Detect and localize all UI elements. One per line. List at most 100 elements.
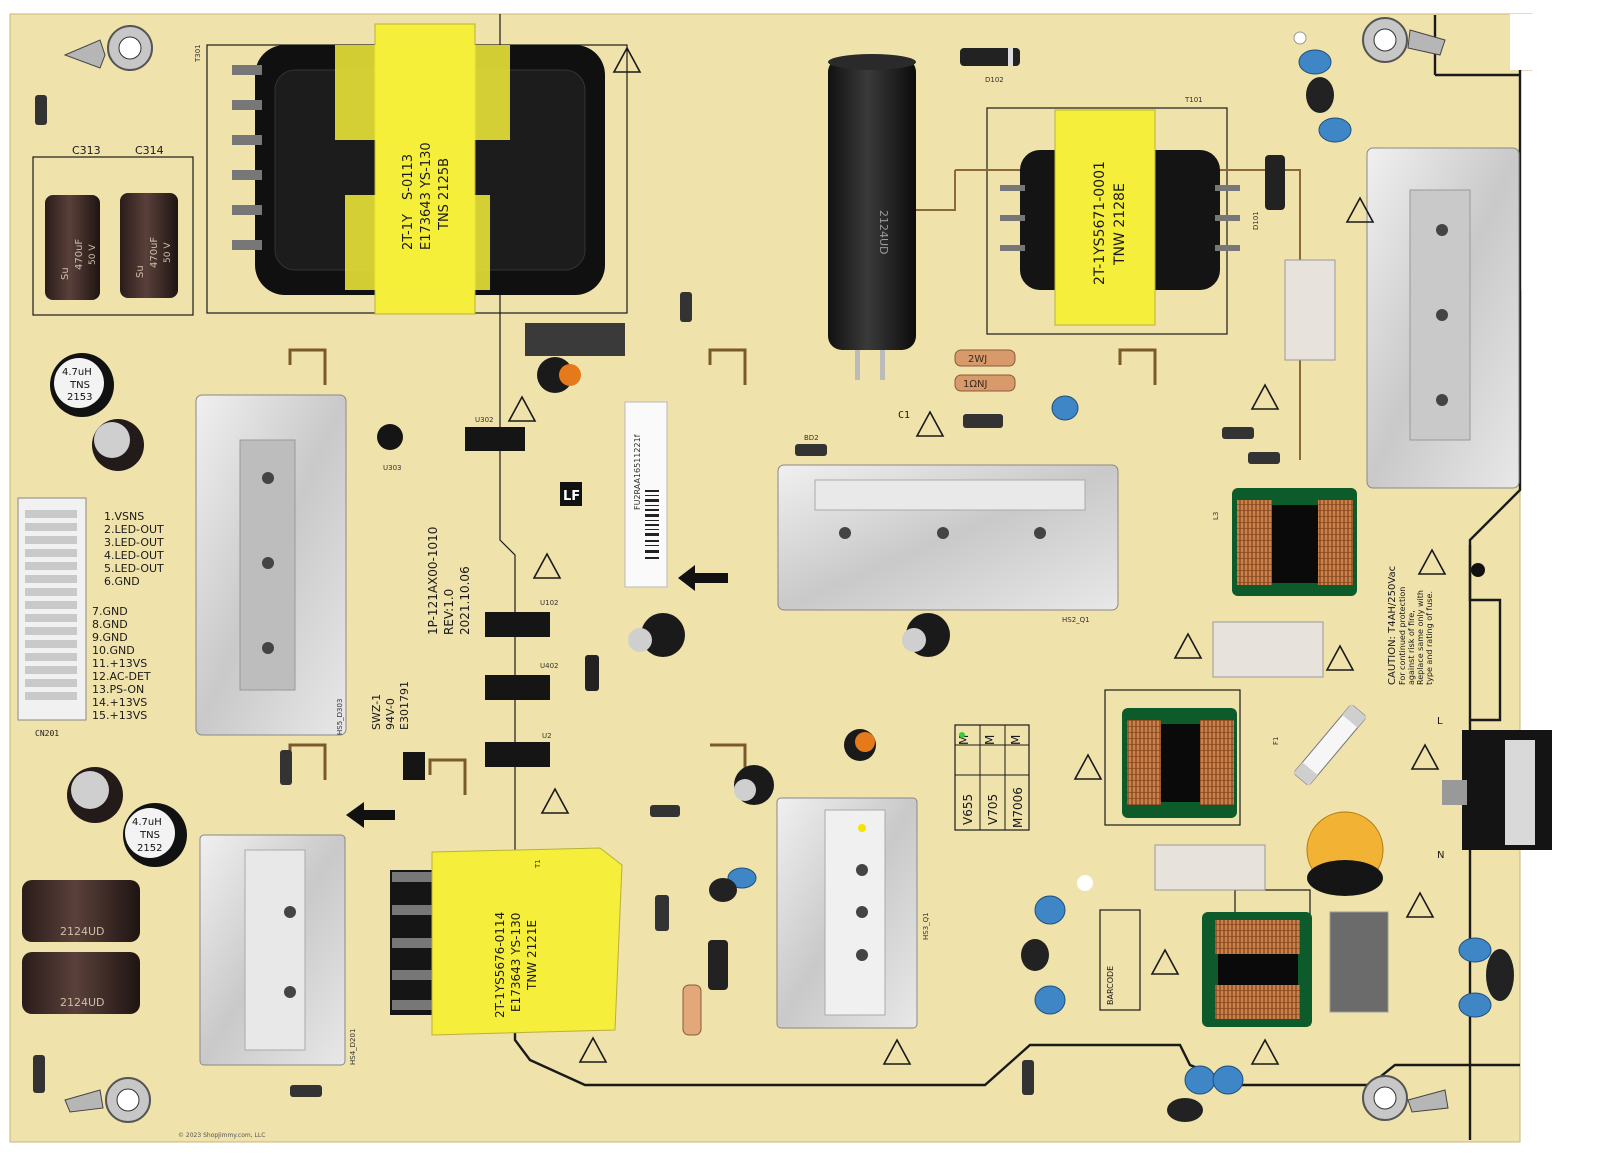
warning-triangles [507, 46, 1447, 1065]
varistor [1306, 811, 1384, 896]
heatsink-hs5 [195, 394, 347, 736]
transformer-t301 [232, 23, 605, 315]
choke-l1 [1202, 912, 1312, 1027]
ul-block: SWZ-1 94V-0 E301791 [370, 681, 411, 730]
choke-l2 [1122, 708, 1237, 818]
board-info-block: 1P-121AX00-1010 REV:1.0 2021.10.06 [426, 527, 472, 635]
caution-line-3: against risk of fire, [1407, 610, 1416, 685]
t301-print-4: TNS 2125B [437, 158, 452, 231]
serial-sticker [624, 401, 668, 588]
c313-print-brand: Su [60, 267, 71, 280]
pin-14: 14.+13VS [92, 696, 147, 709]
capacitor-c204 [22, 952, 140, 1014]
ac-l-label: L [1437, 716, 1443, 727]
small-electrolytics [67, 357, 950, 823]
pin-7: 7.GND [92, 605, 128, 618]
c204-print: 2124UD [60, 996, 105, 1009]
ul-file: E301791 [398, 681, 411, 730]
t101-print-2: TNW 2128E [1112, 183, 1128, 266]
ref-bd2: BD2 [804, 434, 819, 442]
ceramic-capacitors [727, 49, 1492, 1095]
ref-t101: T101 [1184, 96, 1203, 104]
ref-d101: D101 [1252, 211, 1260, 230]
pin-11: 11.+13VS [92, 657, 147, 670]
heatsink-hs4 [199, 834, 346, 1066]
fuse-caution: CAUTION: T4AH/250Vac For continued prote… [1387, 566, 1434, 685]
pin-9: 9.GND [92, 631, 128, 644]
ref-hs4: HS4_D201 [349, 1029, 357, 1065]
barcode-label: BARCODE [1106, 966, 1115, 1005]
r115-print: 1ΩNJ [963, 379, 987, 390]
c314-print-value: 470uF [149, 237, 160, 268]
c314-label: C314 [135, 144, 164, 157]
caution-line-2: For continued protection [1398, 587, 1407, 685]
screw-tabs [63, 29, 1449, 1113]
ref-hs2: HS2_Q1 [1062, 616, 1090, 624]
c203-print: 2124UD [60, 925, 105, 938]
ref-u102: U102 [540, 599, 558, 607]
ref-u402: U402 [540, 662, 558, 670]
heatsink-right [1366, 147, 1520, 489]
pin-5: 5.LED-OUT [104, 562, 164, 575]
l201-value: 4.7uH [132, 817, 162, 828]
pin-3: 3.LED-OUT [104, 536, 164, 549]
model-col-3-head: M [1009, 735, 1023, 745]
pin-1: 1.VSNS [104, 510, 144, 523]
ref-f1: F1 [1272, 737, 1280, 745]
inductor-l301 [50, 353, 114, 417]
ref-u2: U2 [542, 732, 552, 740]
pin-10: 10.GND [92, 644, 135, 657]
pin-4: 4.LED-OUT [104, 549, 164, 562]
ref-t1: T1 [534, 859, 542, 869]
sticker-code: FU2RAA16511221f [633, 434, 642, 510]
heatsink-hs3 [776, 797, 918, 1029]
board-code: SWZ-1 [370, 694, 383, 730]
model-v655: V655 [961, 794, 975, 825]
pin-2: 2.LED-OUT [104, 523, 164, 536]
ic-packages [377, 323, 625, 780]
model-col-1-head: M [957, 735, 971, 745]
pin-15: 15.+13VS [92, 709, 147, 722]
l301-brand: TNS [69, 380, 90, 391]
ref-l3: L3 [1212, 512, 1220, 520]
inductor-l201 [123, 803, 187, 867]
l301-code: 2153 [67, 392, 92, 403]
c1-print: 2124UD [877, 210, 890, 255]
model-table [955, 725, 1029, 830]
c1-label: C1 [898, 410, 910, 421]
t101-print-1: 2T-1YS5671-0001 [1092, 161, 1108, 285]
output-connector-cn201 [17, 497, 87, 721]
c314-print-voltage: 50 V [163, 242, 173, 263]
caution-line-1: CAUTION: T4AH/250Vac [1387, 566, 1398, 685]
ref-hs3: HS3_Q1 [922, 912, 930, 940]
t1-print-1: 2T-1YS5676-0114 [493, 912, 507, 1018]
board-cutout [1510, 14, 1540, 70]
capacitor-c314 [120, 193, 178, 298]
ref-u303: U303 [383, 464, 401, 472]
caution-line-4: Replace same only with [1416, 590, 1425, 685]
c313-print-voltage: 50 V [88, 244, 98, 265]
model-v705: V705 [986, 794, 1000, 825]
heatsink-hs2 [777, 464, 1119, 611]
c313-print-value: 470uF [74, 239, 85, 270]
sticker-barcode [645, 490, 659, 559]
transformer-t101 [1000, 109, 1240, 326]
board-model: 1P-121AX00-1010 [426, 527, 440, 635]
board-date: 2021.10.06 [458, 566, 472, 635]
ref-hs5: HS5_D303 [336, 699, 344, 735]
model-m7006: M7006 [1011, 787, 1025, 828]
l301-value: 4.7uH [62, 367, 92, 378]
direction-arrows [346, 565, 728, 828]
fuse-f1 [1293, 704, 1367, 786]
ac-input-connector [1442, 730, 1552, 850]
ul-rating: 94V-0 [384, 698, 397, 730]
c313-label: C313 [72, 144, 101, 157]
pin-6: 6.GND [104, 575, 140, 588]
ac-n-label: N [1437, 850, 1444, 861]
transformer-t1 [390, 847, 623, 1036]
t1-print-2: E173643 YS-130 [509, 913, 523, 1012]
mounting-holes [105, 17, 1485, 1123]
choke-l3 [1232, 488, 1357, 596]
pin-8: 8.GND [92, 618, 128, 631]
